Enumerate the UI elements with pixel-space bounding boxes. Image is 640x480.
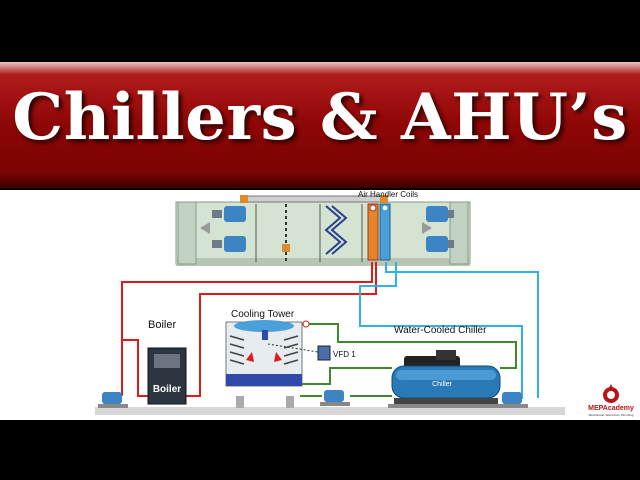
logo-tagline: Mechanical | Electrical | Plumbing	[589, 413, 634, 417]
cooling-tower-label: Cooling Tower	[231, 309, 295, 320]
vfd-box: VFD 1	[267, 343, 356, 361]
gear-icon	[603, 384, 619, 403]
boiler-pump-icon	[98, 392, 128, 408]
cooling-tower: Cooling Tower	[225, 309, 310, 408]
water-cooled-chiller: Water-Cooled Chiller Chiller	[388, 325, 504, 408]
heating-coil-icon	[367, 203, 379, 261]
title-banner	[0, 62, 640, 188]
logo-name: MEPAcademy	[588, 405, 634, 412]
chiller-unit-label: Chiller	[432, 381, 453, 388]
chilled-water-pump-icon	[498, 392, 528, 408]
hot-water-piping	[121, 262, 377, 397]
condenser-pump-icon	[320, 390, 350, 406]
boiler: Boiler Boiler	[147, 319, 187, 405]
return-fan-icon	[426, 206, 454, 252]
filter-bank-icon	[324, 205, 342, 255]
floor-slab	[95, 407, 565, 415]
page-title: Chillers & AHU’s	[12, 80, 628, 155]
supply-fan-icon	[212, 206, 246, 252]
air-handling-unit: Air Handler Coils	[175, 190, 471, 266]
mep-academy-logo: MEPAcademy Mechanical | Electrical | Plu…	[586, 384, 636, 418]
cooling-coil-icon	[379, 203, 391, 261]
hvac-diagram: Air Handler Coils Boiler	[0, 190, 640, 420]
ahu-coils-label: Air Handler Coils	[358, 190, 418, 199]
chiller-heading: Water-Cooled Chiller	[394, 325, 487, 336]
vfd-label: VFD 1	[333, 350, 356, 359]
boiler-unit-label: Boiler	[153, 384, 181, 395]
boiler-heading: Boiler	[148, 319, 176, 331]
condenser-water-piping	[300, 323, 517, 397]
